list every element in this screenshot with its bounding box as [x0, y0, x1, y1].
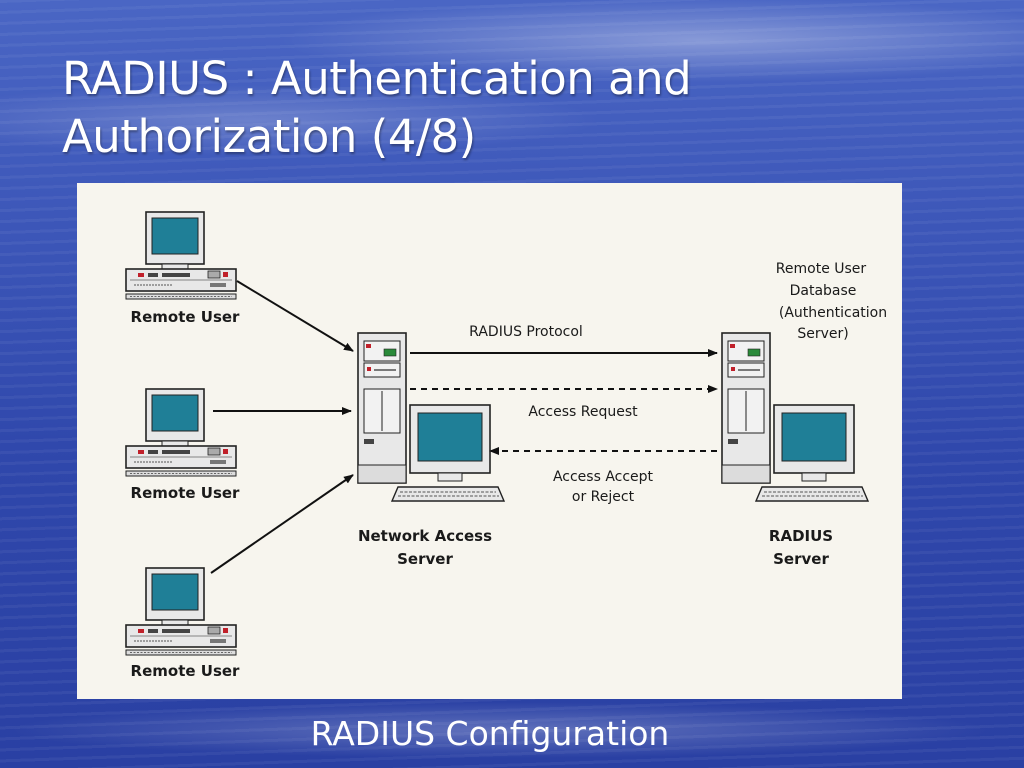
- network-access-server-icon: [357, 332, 505, 502]
- remote-user-1-arrow: [236, 280, 354, 352]
- slide-title-line-1: RADIUS : Authentication and: [62, 52, 692, 105]
- nas-label-line-2: Server: [397, 550, 453, 568]
- radius-server-label-line-1: RADIUS: [769, 527, 833, 545]
- access-request-label: Access Request: [528, 404, 638, 420]
- remote-user-label-2: Remote User: [131, 484, 241, 502]
- database-label-line-1: Remote User: [776, 261, 867, 277]
- remote-user-3-arrow: [210, 474, 354, 574]
- database-label-line-4: Server): [797, 326, 848, 342]
- access-accept-label-line-1: Access Accept: [553, 469, 654, 485]
- remote-user-computer-2: [125, 388, 237, 477]
- radius-protocol-label: RADIUS Protocol: [469, 324, 583, 340]
- slide-title: RADIUS : Authentication and Authorizatio…: [62, 50, 692, 166]
- remote-user-label-3: Remote User: [131, 662, 241, 680]
- remote-user-computer-3: [125, 567, 237, 656]
- remote-user-label-1: Remote User: [131, 308, 241, 326]
- slide-caption: RADIUS Configuration: [310, 714, 670, 753]
- slide-title-line-2: Authorization (4/8): [62, 110, 476, 163]
- radius-diagram: Remote User Remote User Remote User Netw…: [125, 211, 887, 680]
- nas-label-line-1: Network Access: [358, 527, 492, 545]
- radius-server-label-line-2: Server: [773, 550, 829, 568]
- remote-user-computer-1: [125, 211, 237, 300]
- database-label-line-3: (Authentication: [779, 305, 887, 321]
- radius-server-icon: [721, 332, 869, 502]
- database-label-line-2: Database: [790, 283, 857, 299]
- access-accept-label-line-2: or Reject: [572, 489, 635, 505]
- diagram-panel: Remote User Remote User Remote User Netw…: [77, 183, 902, 699]
